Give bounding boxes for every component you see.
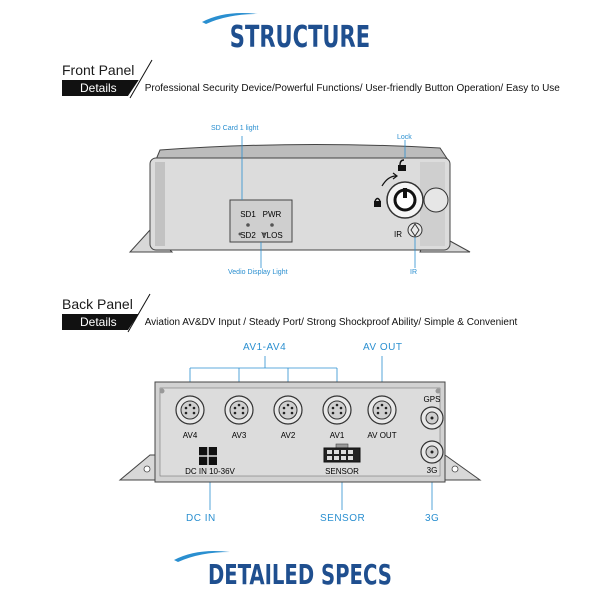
front-slash-icon (129, 59, 153, 99)
av1-port[interactable] (322, 395, 352, 425)
back-panel-heading: Back Panel Details Aviation AV&DV Input … (62, 296, 517, 330)
back-panel-details-tab: Details (62, 314, 139, 330)
led-label-vlos: VLOS (261, 231, 282, 240)
ir-sensor-icon (407, 222, 423, 238)
sensor-port[interactable] (323, 443, 361, 463)
unlock-icon (398, 159, 406, 171)
swoosh-decoration-icon (202, 13, 259, 24)
front-panel-details-row: Details Professional Security Device/Pow… (62, 80, 560, 96)
back-panel-details-text: Aviation AV&DV Input / Steady Port/ Stro… (144, 316, 518, 328)
swoosh-decoration-icon (174, 551, 231, 562)
av3-label: AV3 (232, 431, 247, 440)
callout-sd-card: SD Card 1 light (211, 125, 259, 132)
lock-bezel (423, 187, 449, 213)
3g-antenna-port[interactable] (420, 440, 444, 464)
led-sd1-icon (246, 223, 250, 227)
av4-label: AV4 (183, 431, 198, 440)
dc-in-label: DC IN 10-36V (185, 467, 235, 476)
footer-banner: DETAILED SPECS (0, 551, 600, 591)
back-panel-diagram: AV4 AV3 AV2 AV1 AV OUT GPS (118, 356, 482, 510)
rotation-arc-icon (381, 175, 397, 187)
callout-vedio-display: Vedio Display Light (228, 269, 288, 276)
front-body (149, 157, 451, 251)
led-label-sd2: SD2 (240, 231, 256, 240)
callout-3g: 3G (425, 513, 440, 524)
footer-title: DETAILED SPECS (207, 558, 393, 591)
dc-in-port[interactable] (199, 447, 217, 465)
led-sd2-icon (238, 232, 242, 236)
led-label-sd1: SD1 (240, 210, 256, 219)
ir-label: IR (394, 230, 402, 239)
callout-dc-in: DC IN (186, 513, 216, 524)
callout-ir: IR (410, 269, 417, 276)
header-banner: STRUCTURE (0, 13, 600, 55)
callout-av1-av4: AV1-AV4 (243, 342, 287, 353)
gps-antenna-port[interactable] (420, 406, 444, 430)
callout-av-out: AV OUT (363, 342, 403, 353)
av4-port[interactable] (175, 395, 205, 425)
av-out-port[interactable] (367, 395, 397, 425)
front-panel-diagram: SD1 PWR SD2 VLOS IR (128, 136, 471, 268)
page-title: STRUCTURE (229, 20, 371, 55)
av2-port[interactable] (273, 395, 303, 425)
callout-sensor: SENSOR (320, 513, 366, 524)
lock-closed-icon (374, 197, 381, 207)
av1-label: AV1 (330, 431, 345, 440)
av3-port[interactable] (224, 395, 254, 425)
back-panel-title: Back Panel (62, 296, 133, 312)
gps-label: GPS (424, 395, 441, 404)
front-panel-heading: Front Panel Details Professional Securit… (62, 62, 560, 96)
sensor-label: SENSOR (325, 467, 359, 476)
callout-lock: Lock (397, 134, 412, 141)
av2-label: AV2 (281, 431, 296, 440)
3g-label: 3G (427, 466, 438, 475)
av-out-label: AV OUT (367, 431, 396, 440)
led-label-pwr: PWR (263, 210, 282, 219)
back-panel-details-row: Details Aviation AV&DV Input / Steady Po… (62, 314, 517, 330)
led-pwr-icon (270, 223, 274, 227)
front-panel-details-text: Professional Security Device/Powerful Fu… (144, 82, 560, 94)
led-vlos-icon (262, 232, 266, 236)
front-panel-details-tab: Details (62, 80, 139, 96)
back-right-flange (439, 454, 482, 481)
front-panel-title: Front Panel (62, 62, 135, 78)
back-slash-icon (127, 293, 151, 333)
